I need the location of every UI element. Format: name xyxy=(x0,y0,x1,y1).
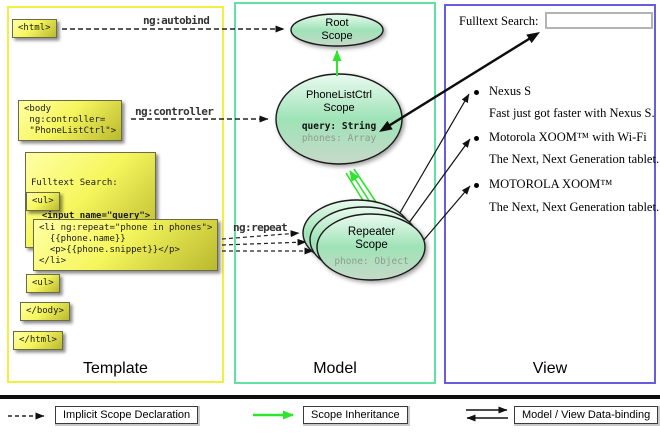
model-column-title: Model xyxy=(313,360,357,377)
code-box-ul-open: <ul> xyxy=(26,192,60,211)
fulltext-search-input[interactable] xyxy=(545,12,653,29)
phone-property: phone: Object xyxy=(334,256,409,267)
bullet-nexus xyxy=(474,90,479,95)
view-search-label: Fulltext Search: xyxy=(459,14,539,28)
code-box-body-open: <body ng:controller= "PhoneListCtrl"> xyxy=(18,100,123,141)
view-item-xoom-wifi-desc: The Next, Next Generation tablet. xyxy=(489,152,660,166)
ng-autobind-label: ng:autobind xyxy=(143,14,210,27)
repeater-scope-label: Repeater Scope phone: Object xyxy=(315,226,428,268)
view-item-nexus-desc: Fast just got faster with Nexus S. xyxy=(489,106,655,120)
bullet-xoom-wifi xyxy=(474,136,479,141)
code-box-ul-close: <ul> xyxy=(26,274,60,293)
bullet-xoom xyxy=(474,183,479,188)
repeater-scope-name: Repeater Scope xyxy=(347,226,396,251)
template-column-title: Template xyxy=(83,360,148,377)
view-item-xoom-wifi-title: Motorola XOOM™ with Wi-Fi xyxy=(489,130,647,144)
ng-repeat-label: ng:repeat xyxy=(233,221,288,234)
view-item-xoom-desc: The Next, Next Generation tablet. xyxy=(489,200,660,214)
phones-property: phones: Array xyxy=(301,133,377,144)
view-item-xoom-title: MOTOROLA XOOM™ xyxy=(489,177,613,191)
phonelistctrl-scope-name: PhoneListCtrl Scope xyxy=(305,89,373,114)
root-scope-label: Root Scope xyxy=(291,17,383,42)
code-box-html-close: </html> xyxy=(13,331,63,350)
fulltext-label-line: Fulltext Search: xyxy=(31,178,118,188)
legend-implicit-scope-declaration: Implicit Scope Declaration xyxy=(55,406,199,424)
legend-divider xyxy=(0,395,660,399)
root-scope-name: Root Scope xyxy=(321,17,353,42)
legend-model-view-databinding: Model / View Data-binding xyxy=(514,406,659,424)
query-property: query: String xyxy=(301,121,377,132)
phonelistctrl-scope-label: PhoneListCtrl Scope query: String phones… xyxy=(276,89,402,145)
model-panel xyxy=(234,2,436,384)
view-column-title: View xyxy=(532,360,568,377)
ng-controller-label: ng:controller xyxy=(135,105,214,118)
view-item-nexus-title: Nexus S xyxy=(489,84,532,98)
code-box-html-open: <html> xyxy=(12,19,57,38)
input-tag-line: <input name="query"> xyxy=(31,211,151,221)
code-box-body-close: </body> xyxy=(20,302,70,321)
code-box-li-repeat: <li ng:repeat="phone in phones"> {{phone… xyxy=(33,219,219,271)
view-panel xyxy=(444,4,656,384)
legend-scope-inheritance: Scope Inheritance xyxy=(303,406,408,424)
